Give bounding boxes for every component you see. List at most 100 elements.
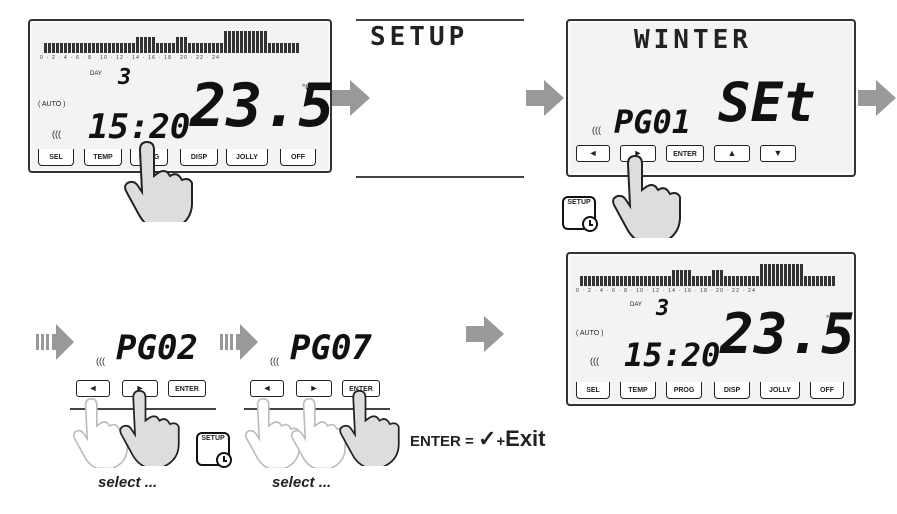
sel-key[interactable]: SEL (576, 382, 610, 399)
setup-title: SETUP (370, 22, 469, 52)
program-bar (816, 276, 819, 286)
program-bar (96, 43, 99, 53)
program-bar (208, 43, 211, 53)
program-bar (740, 276, 743, 286)
enter-key[interactable]: ENTER (666, 145, 704, 162)
program-bar (656, 276, 659, 286)
program-bar (76, 43, 79, 53)
arrow-right-icon (526, 80, 564, 116)
program-bar (668, 276, 671, 286)
jolly-key[interactable]: JOLLY (760, 382, 800, 399)
program-bar (776, 264, 779, 286)
program-bar (832, 276, 835, 286)
program-bar (748, 276, 751, 286)
program-bar (680, 270, 683, 286)
program-bar (124, 43, 127, 53)
program-bar (612, 276, 615, 286)
up-arrow-key[interactable]: ▲ (714, 145, 750, 162)
left-arrow-key[interactable]: ◄ (250, 380, 284, 397)
program-bar (780, 264, 783, 286)
program-bar (644, 276, 647, 286)
program-bar (628, 276, 631, 286)
program-bar (640, 276, 643, 286)
program-bar (696, 276, 699, 286)
program-bar (728, 276, 731, 286)
left-arrow-key[interactable]: ◄ (576, 145, 610, 162)
day-number: 3 (118, 65, 132, 90)
pressing-hand-icon (612, 154, 681, 238)
program-bar (756, 276, 759, 286)
program-bar (596, 276, 599, 286)
day-label: DAY (630, 302, 642, 308)
program-bar (692, 276, 695, 286)
program-value: SEt (718, 71, 816, 134)
off-key[interactable]: OFF (810, 382, 844, 399)
program-bar (172, 43, 175, 53)
program-bar (292, 43, 295, 53)
temp-key[interactable]: TEMP (620, 382, 656, 399)
program-bar (192, 43, 195, 53)
program-bar (176, 37, 179, 53)
enter-key[interactable]: ENTER (168, 380, 206, 397)
program-bar (136, 37, 139, 53)
setup-clock-icon: SETUP (196, 432, 232, 468)
program-bar (84, 43, 87, 53)
sel-key[interactable]: SEL (38, 149, 74, 166)
arrow-right-icon (858, 80, 896, 116)
pg07-rule (244, 408, 390, 410)
program-bar (216, 43, 219, 53)
clock-time: 15:20 (88, 107, 191, 147)
ghost-hand-icon (244, 397, 300, 468)
program-bar (156, 43, 159, 53)
program-bar (704, 276, 707, 286)
program-bar (788, 264, 791, 286)
disp-key[interactable]: DISP (180, 149, 218, 166)
program-bar (616, 276, 619, 286)
program-bar (52, 43, 55, 53)
program-bar (288, 43, 291, 53)
down-arrow-key[interactable]: ▼ (760, 145, 796, 162)
program-bar (708, 276, 711, 286)
program-bar (80, 43, 83, 53)
thermostat-display-main: 0 · 2 · 4 · 6 · 8 · 10 · 12 · 14 · 16 · … (28, 19, 335, 173)
disp-key[interactable]: DISP (714, 382, 750, 399)
right-arrow-key[interactable]: ► (296, 380, 332, 397)
heating-icon: ((( (96, 356, 105, 366)
clock-time: 15:20 (624, 336, 721, 374)
program-bar (720, 270, 723, 286)
select-caption-1: select ... (98, 474, 158, 491)
program-bar (48, 43, 51, 53)
program-bar (812, 276, 815, 286)
program-bar (688, 270, 691, 286)
program-bar (56, 43, 59, 53)
program-bar (268, 43, 271, 53)
prog-key[interactable]: PROG (666, 382, 702, 399)
program-bar (64, 43, 67, 53)
enter-exit-formula: ENTER = ✓+Exit (410, 426, 546, 452)
program-bar (712, 270, 715, 286)
program-bar (128, 43, 131, 53)
program-bar (108, 43, 111, 53)
select-caption-2: select ... (272, 474, 332, 491)
jolly-key[interactable]: JOLLY (226, 149, 268, 166)
program-bar (768, 264, 771, 286)
temperature-unit: °C (302, 83, 311, 92)
program-bar (144, 37, 147, 53)
program-bar (204, 43, 207, 53)
program-bar (736, 276, 739, 286)
program-bar (804, 276, 807, 286)
program-bar (68, 43, 71, 53)
program-bar (132, 43, 135, 53)
program-bar (660, 276, 663, 286)
program-bar (796, 264, 799, 286)
program-bar (164, 43, 167, 53)
arrow-right-icon (332, 80, 370, 116)
program-bar (88, 43, 91, 53)
pressing-hand-icon (119, 389, 180, 466)
pressing-hand-icon (339, 389, 400, 466)
left-arrow-key[interactable]: ◄ (76, 380, 110, 397)
temp-key[interactable]: TEMP (84, 149, 122, 166)
program-bar (652, 276, 655, 286)
program-code-pg02: PG02 (116, 328, 198, 368)
off-key[interactable]: OFF (280, 149, 316, 166)
